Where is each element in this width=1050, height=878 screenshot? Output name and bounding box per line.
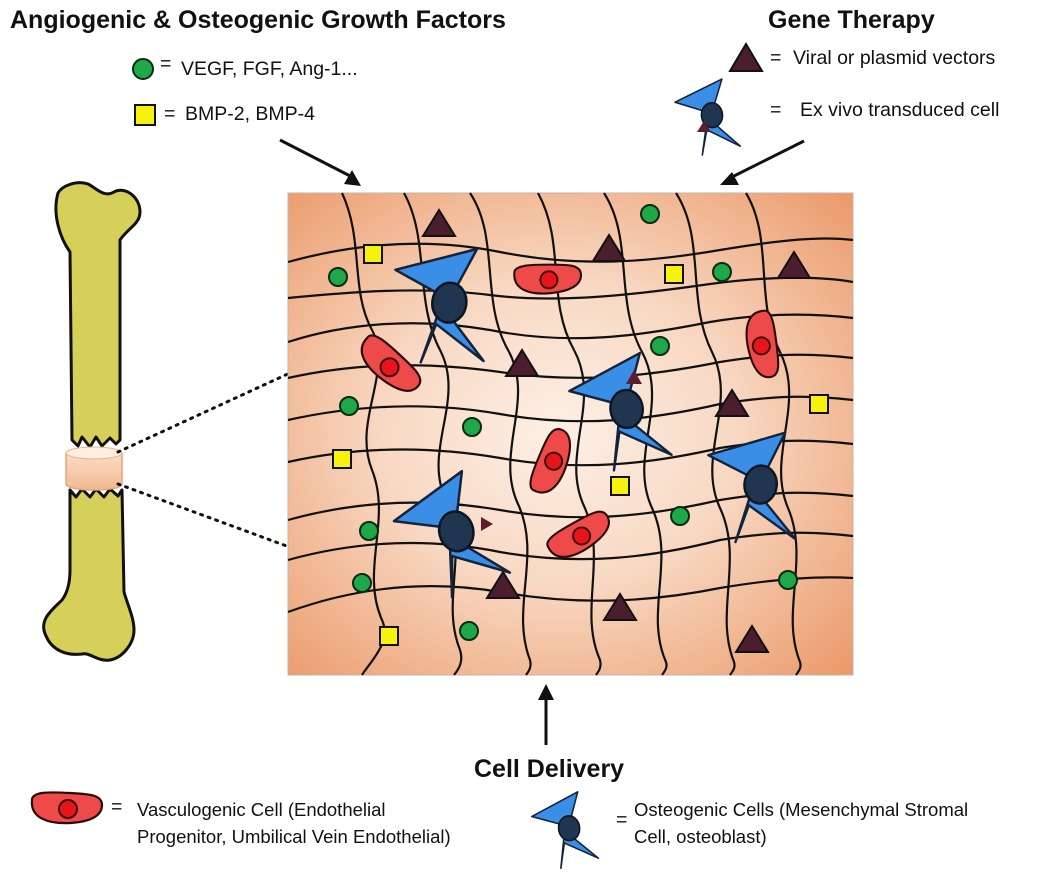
- osteogenic-cells: [381, 236, 808, 608]
- growth-factor-circle: [462, 417, 482, 437]
- legend-circle-label: VEGF, FGF, Ang-1...: [181, 58, 358, 80]
- growth-factors-heading: Angiogenic & Osteogenic Growth Factors: [10, 6, 506, 34]
- gene-therapy-arrowhead: [720, 172, 739, 185]
- legend-transduced-vector-icon: [697, 121, 711, 132]
- bmp-markers: [332, 244, 829, 646]
- growth-factor-circle: [359, 521, 379, 541]
- legend-square-label: BMP-2, BMP-4: [185, 103, 316, 125]
- bone-illustration: [42, 181, 142, 662]
- zoom-line-bottom: [116, 482, 294, 550]
- bmp-square: [379, 626, 399, 646]
- legend-osteogenic-equals: =: [616, 809, 628, 831]
- legend-vasculogenic-icon: [30, 791, 104, 825]
- legend-circle-icon: [132, 58, 154, 80]
- legend-vasculogenic-equals: =: [111, 796, 123, 818]
- growth-factor-circle: [670, 506, 690, 526]
- gene-therapy-arrow: [729, 139, 805, 180]
- vector-markers: [421, 208, 812, 653]
- legend-osteogenic-icon: [528, 789, 600, 872]
- legend-transduced-equals: =: [770, 99, 782, 121]
- vector-triangle: [591, 233, 627, 262]
- growth-factor-circle: [339, 396, 359, 416]
- bone-upper: [54, 181, 142, 449]
- bmp-square: [610, 476, 630, 496]
- legend-triangle-equals: =: [770, 47, 782, 69]
- vector-triangle: [504, 348, 540, 377]
- growth-factor-circle: [640, 204, 660, 224]
- legend-osteogenic-label-line2: Cell, osteoblast): [634, 826, 767, 847]
- growth-factor-circle: [712, 262, 732, 282]
- cell-delivery-heading: Cell Delivery: [474, 755, 625, 783]
- vector-triangle: [714, 388, 750, 417]
- legend-circle-equals: =: [160, 53, 172, 75]
- gene-therapy-heading: Gene Therapy: [768, 6, 935, 34]
- growth-factor-markers: [328, 204, 798, 641]
- vector-triangle: [602, 592, 638, 621]
- growth-factor-circle: [778, 570, 798, 590]
- legend-vasculogenic-label-line2: Progenitor, Umbilical Vein Endothelial): [137, 826, 451, 847]
- legend-vasculogenic-label-line1: Vasculogenic Cell (Endothelial: [137, 799, 386, 820]
- legend-osteogenic-label-line1: Osteogenic Cells (Mesenchymal Stromal: [634, 799, 969, 820]
- zoom-line-top: [116, 370, 294, 454]
- legend-square-equals: =: [164, 103, 176, 125]
- vector-triangle: [776, 250, 812, 279]
- legend-square-icon: [134, 104, 156, 126]
- growth-factor-circle: [352, 573, 372, 593]
- growth-factor-circle: [328, 267, 348, 287]
- bmp-square: [332, 449, 352, 469]
- growth-factor-arrowhead: [344, 170, 361, 186]
- vector-triangle: [421, 208, 457, 237]
- bone-lower: [42, 487, 136, 662]
- bmp-square: [664, 264, 684, 284]
- bmp-square: [809, 394, 829, 414]
- vector-triangle: [485, 570, 521, 599]
- growth-factor-circle: [459, 621, 479, 641]
- legend-triangle-label: Viral or plasmid vectors: [793, 47, 996, 69]
- vector-triangle: [734, 624, 770, 653]
- bmp-square: [363, 244, 383, 264]
- legend-transduced-cell-icon: [672, 77, 742, 158]
- intracellular-vector-icon: [481, 517, 493, 531]
- growth-factor-arrow: [279, 138, 355, 180]
- growth-factor-circle: [650, 336, 670, 356]
- legend-transduced-label: Ex vivo transduced cell: [800, 99, 1000, 121]
- intracellular-vector-icon: [626, 370, 642, 384]
- legend-triangle-icon: [728, 42, 764, 72]
- cell-delivery-arrowhead: [538, 684, 554, 700]
- arrows: [279, 138, 805, 745]
